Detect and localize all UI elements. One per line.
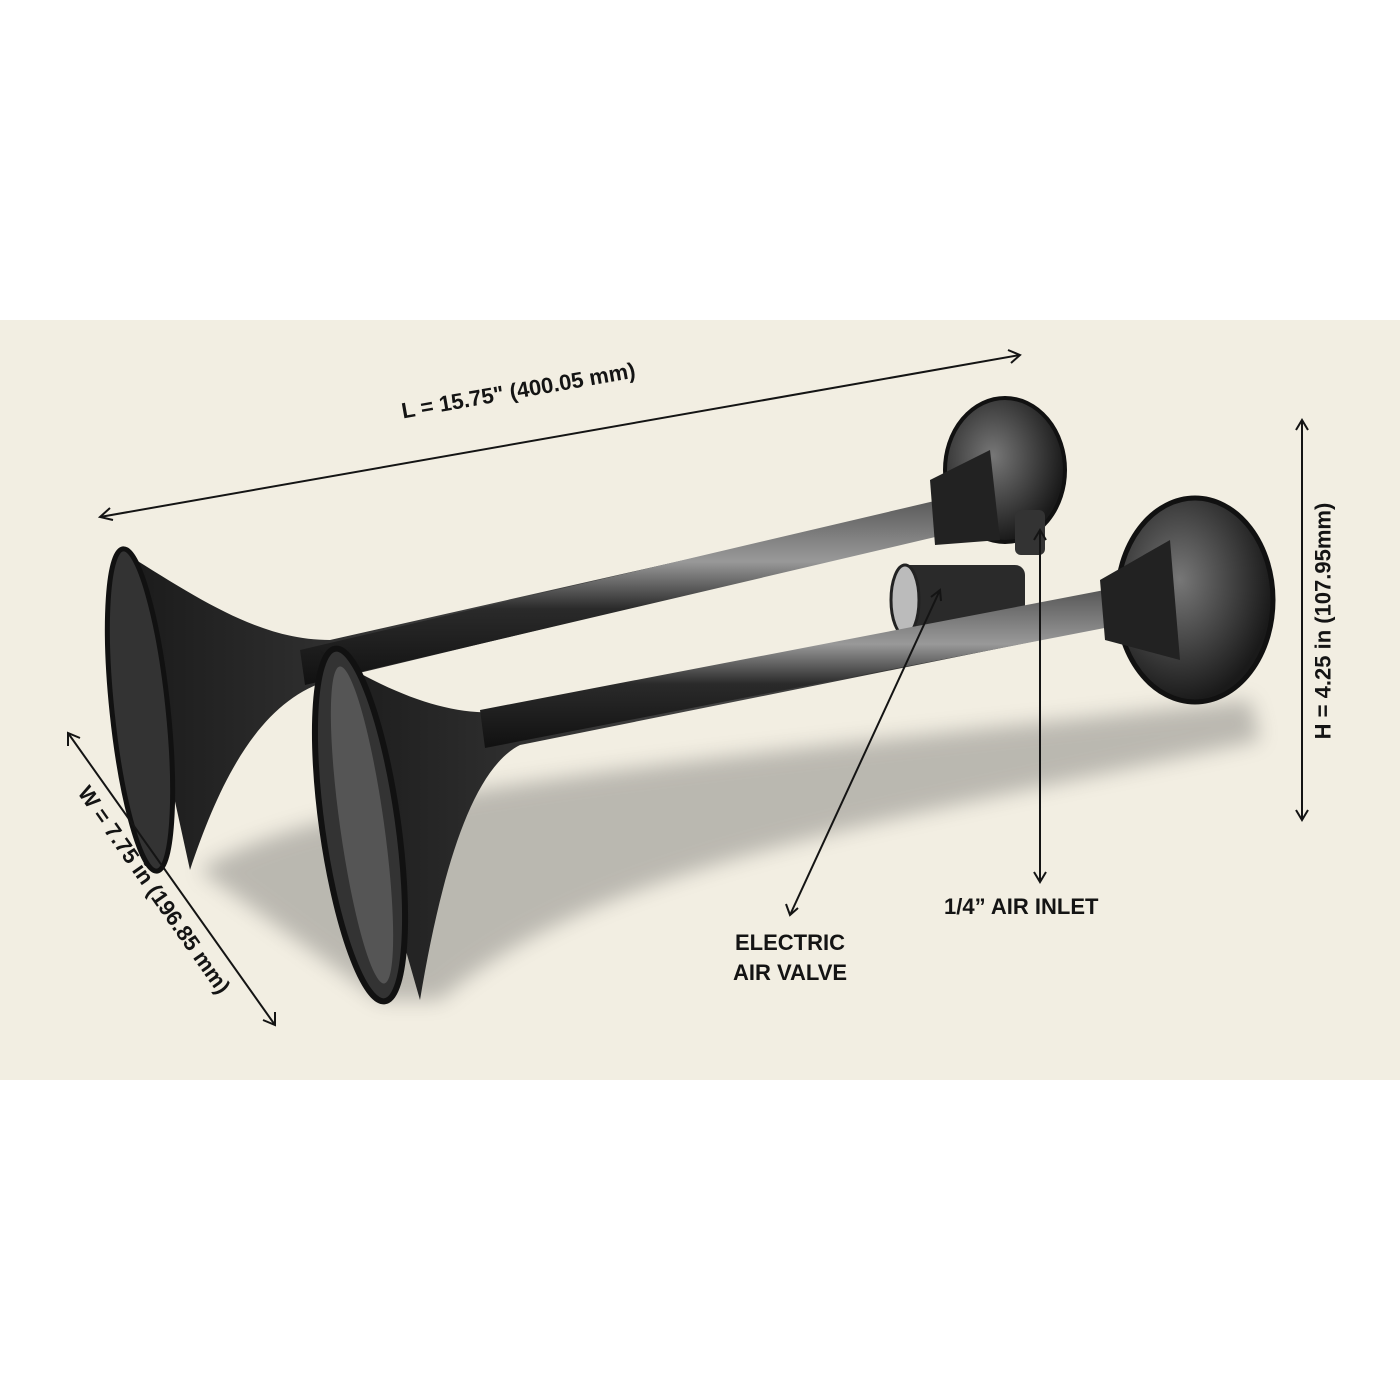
back-horn [104,396,1067,874]
air-inlet-fitting [1015,510,1045,555]
front-horn [311,495,1276,1005]
width-arrow [67,732,276,1026]
shadow [200,700,1260,1000]
valve-leader [789,589,941,916]
valve-label-line2: AIR VALVE [732,960,848,985]
valve-label-line1: ELECTRIC [735,930,845,955]
dimension-arrows [67,349,1309,1027]
air-inlet-label: 1/4” AIR INLET [944,894,1099,919]
height-label: H = 4.25 in (107.95mm) [1310,502,1336,740]
electric-air-valve-label: ELECTRIC AIR VALVE [700,928,880,988]
length-arrow [99,354,1021,518]
